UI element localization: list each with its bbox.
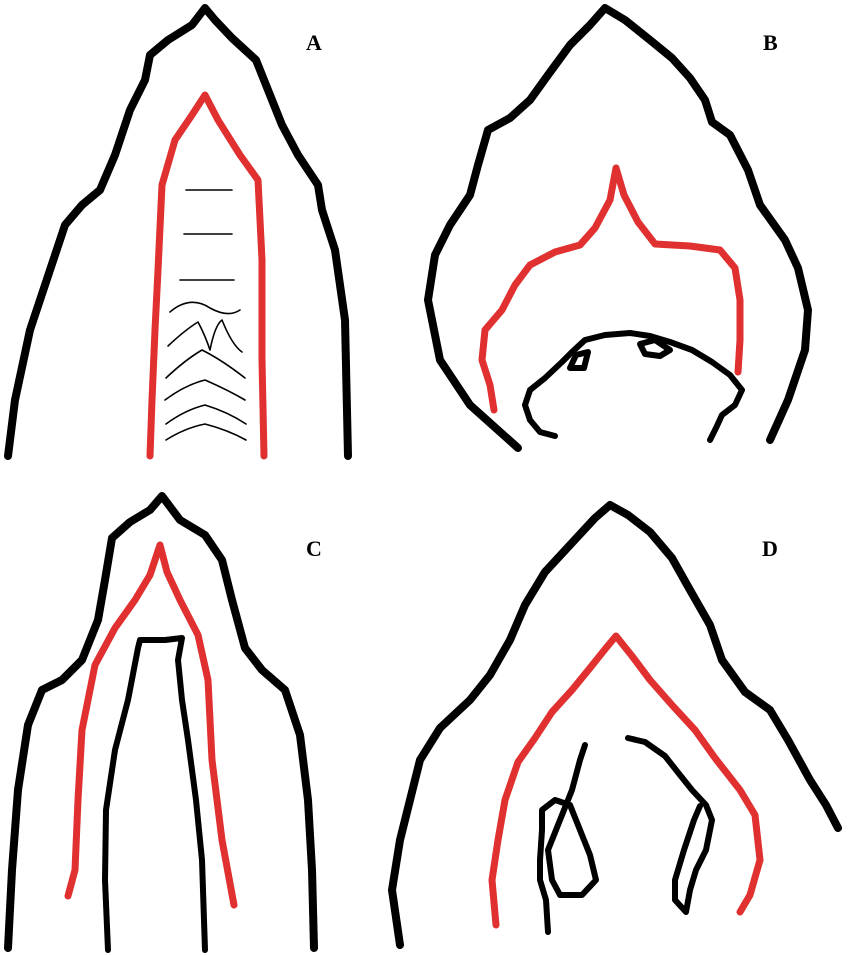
panel-c: C (8, 496, 322, 950)
panel-a-line-4 (170, 302, 240, 313)
panel-c-red-boundary (68, 545, 234, 905)
panel-a-label: A (306, 30, 322, 55)
panel-b-inner-structure (525, 333, 742, 440)
panel-a-line-8 (166, 405, 246, 424)
panel-b: B (428, 8, 808, 448)
panel-a-line-6 (166, 350, 245, 378)
panel-d-inner-loop-left (540, 745, 596, 932)
panel-a-inner-lines (165, 190, 246, 440)
panel-a-line-7 (165, 380, 245, 400)
panel-b-label: B (763, 30, 778, 55)
panel-d: D (392, 505, 838, 945)
panel-a-red-boundary (150, 95, 264, 456)
panel-a-line-9 (166, 424, 246, 440)
panel-b-outer-outline (428, 8, 808, 448)
panel-c-outer-outline (8, 496, 314, 948)
panel-c-label: C (306, 536, 322, 561)
panel-b-red-boundary (482, 168, 740, 410)
panel-c-inner-structure (105, 638, 205, 950)
panel-a-line-5 (168, 320, 242, 352)
panel-d-red-boundary (492, 636, 760, 925)
panel-a: A (8, 8, 348, 456)
panel-d-inner-loop-right (628, 738, 712, 912)
panel-d-outer-outline (392, 505, 838, 945)
panel-a-outer-outline (8, 8, 348, 456)
panel-d-label: D (762, 536, 778, 561)
